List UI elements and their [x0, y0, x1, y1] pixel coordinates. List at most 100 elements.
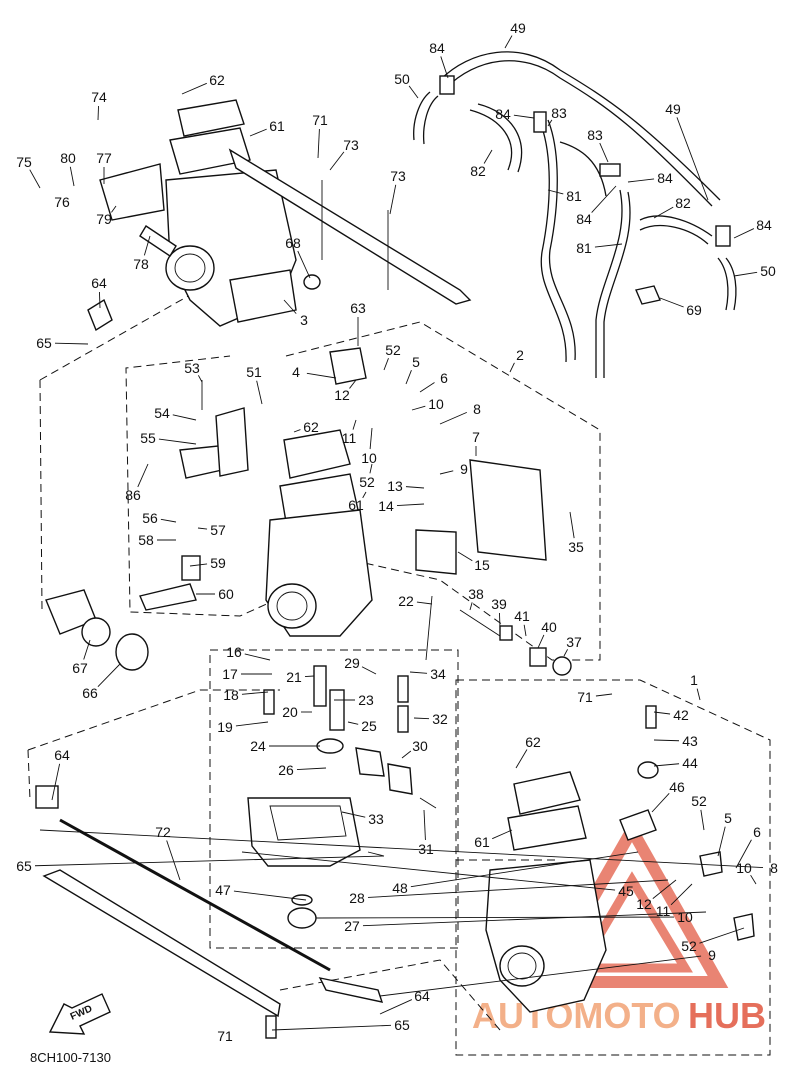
leader-line [296, 767, 327, 770]
carburetor-assembly-1 [485, 705, 755, 1013]
leader-line [181, 82, 207, 95]
leader-line [457, 551, 473, 562]
leader-line [297, 250, 311, 279]
hose-joint-84 [715, 225, 731, 247]
callout-30: 30 [412, 738, 428, 754]
callout-62: 62 [209, 72, 225, 88]
leader-line [594, 243, 623, 248]
callout-65: 65 [36, 335, 52, 351]
leader-line [315, 916, 675, 919]
callout-43: 43 [682, 733, 698, 749]
leader-line [143, 235, 151, 256]
callout-49: 49 [665, 101, 681, 117]
callout-52: 52 [691, 793, 707, 809]
callout-2: 2 [516, 347, 524, 363]
callout-59: 59 [210, 555, 226, 571]
callout-81: 81 [566, 188, 582, 204]
leader-line [160, 518, 177, 523]
callout-40: 40 [541, 619, 557, 635]
callout-4: 4 [292, 364, 300, 380]
callout-10: 10 [361, 450, 377, 466]
leader-line [379, 955, 702, 997]
leader-line [410, 851, 639, 888]
callout-19: 19 [217, 719, 233, 735]
leader-line [396, 503, 425, 506]
leader-line [653, 739, 680, 742]
leader-line [547, 189, 564, 195]
leader-line [416, 601, 433, 605]
leader-line [509, 362, 515, 373]
leader-line [349, 379, 357, 389]
callout-41: 41 [514, 608, 530, 624]
leader-line [413, 717, 430, 720]
callout-57: 57 [210, 522, 226, 538]
arrow-icon [48, 993, 111, 1035]
callout-73: 73 [390, 168, 406, 184]
leader-line [513, 114, 535, 119]
callout-22: 22 [398, 593, 414, 609]
hose-group [413, 51, 737, 378]
callout-71: 71 [312, 112, 328, 128]
callout-49: 49 [510, 20, 526, 36]
leader-line [653, 763, 680, 767]
leader-line [306, 372, 337, 379]
callout-24: 24 [250, 738, 266, 754]
fwd-arrow: FWD [48, 993, 111, 1035]
leader-line [98, 291, 101, 309]
leader-line [523, 624, 527, 637]
callout-6: 6 [753, 824, 761, 840]
leader-line [651, 793, 670, 813]
callout-13: 13 [387, 478, 403, 494]
hose-joint-84 [599, 163, 621, 177]
leader-line [369, 463, 373, 474]
callout-53: 53 [184, 360, 200, 376]
leader-line [537, 634, 545, 649]
leader-line [563, 649, 569, 657]
leader-line [69, 166, 75, 187]
clip-69 [635, 285, 661, 305]
callout-64: 64 [91, 275, 107, 291]
leader-line [405, 370, 412, 385]
leader-line [439, 411, 467, 425]
callout-63: 63 [350, 300, 366, 316]
callout-64: 64 [54, 747, 70, 763]
callout-52: 52 [681, 938, 697, 954]
callout-67: 67 [72, 660, 88, 676]
callout-5: 5 [412, 354, 420, 370]
leader-line [676, 117, 709, 201]
leader-line [504, 35, 513, 49]
callout-12: 12 [636, 896, 652, 912]
callout-83: 83 [551, 105, 567, 121]
callout-61: 61 [269, 118, 285, 134]
leader-line [653, 206, 674, 219]
leader-line [599, 142, 609, 163]
callout-77: 77 [96, 150, 112, 166]
callout-54: 54 [154, 405, 170, 421]
leader-line [241, 851, 616, 891]
leader-line [172, 414, 197, 421]
callout-61: 61 [348, 497, 364, 513]
leader-line [423, 809, 426, 841]
callout-76: 76 [54, 194, 70, 210]
leader-line [137, 463, 149, 488]
callout-73: 73 [343, 137, 359, 153]
leader-line [83, 639, 91, 660]
leader-line [411, 405, 426, 411]
leader-line [659, 297, 684, 308]
hose-joint-84 [533, 111, 547, 133]
hose-joint-84 [439, 75, 455, 95]
callout-8: 8 [473, 401, 481, 417]
leader-line [197, 375, 203, 383]
leader-line [361, 666, 377, 675]
leader-line [329, 151, 345, 171]
leader-line [515, 749, 528, 769]
leader-line [733, 228, 755, 239]
callout-78: 78 [133, 256, 149, 272]
leader-line [249, 128, 267, 137]
callout-72: 72 [155, 824, 171, 840]
leader-line [409, 671, 428, 674]
leader-line [283, 299, 297, 314]
callout-61: 61 [474, 834, 490, 850]
callout-79: 79 [96, 211, 112, 227]
